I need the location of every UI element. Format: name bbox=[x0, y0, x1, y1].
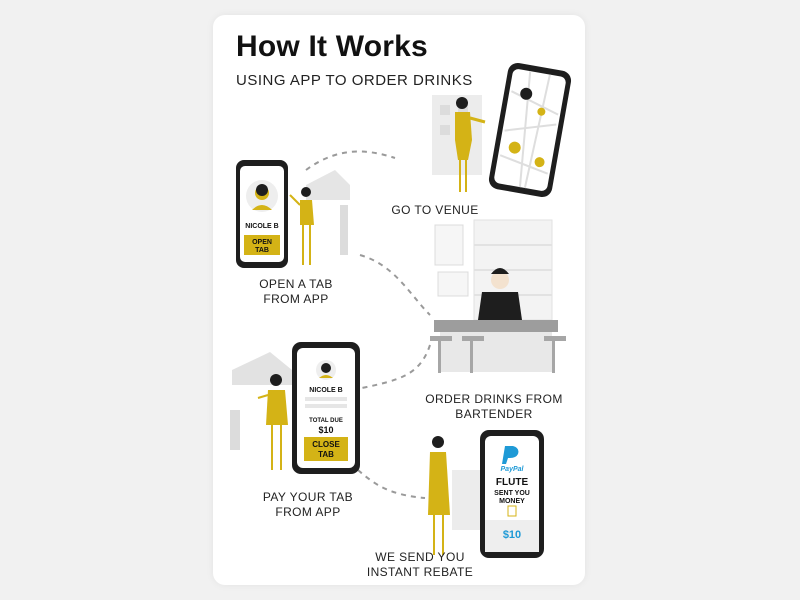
total-due-value: $10 bbox=[318, 425, 333, 435]
open-tab-button-line2: TAB bbox=[255, 247, 269, 254]
paypal-icon bbox=[502, 446, 519, 464]
step-caption-open-tab: OPEN A TAB FROM APP bbox=[259, 277, 333, 306]
bartender-figure bbox=[478, 268, 522, 320]
glass-icon bbox=[507, 505, 517, 517]
step-caption-rebate: WE SEND YOU INSTANT REBATE bbox=[366, 550, 474, 579]
open-tab-name: NICOLE B bbox=[245, 223, 278, 230]
step-caption-go-to-venue: GO TO VENUE bbox=[391, 203, 479, 217]
page-subtitle: USING APP TO ORDER DRINKS bbox=[236, 72, 473, 89]
step-caption-pay-tab: PAY YOUR TAB FROM APP bbox=[262, 490, 354, 519]
woman-figure-2 bbox=[289, 187, 314, 265]
total-due-label: TOTAL DUE bbox=[309, 418, 343, 424]
rebate-message-line1: FLUTE bbox=[496, 477, 529, 488]
close-tab-name: NICOLE B bbox=[309, 387, 342, 394]
open-tab-scene: NICOLE B OPEN TAB bbox=[236, 160, 350, 268]
close-tab-button-line1: CLOSE bbox=[312, 440, 340, 449]
dashed-path bbox=[305, 150, 431, 499]
close-tab-scene: NICOLE B TOTAL DUE $10 CLOSE TAB bbox=[230, 342, 360, 474]
page-title: How It Works bbox=[236, 30, 428, 63]
rebate-amount: $10 bbox=[503, 529, 521, 541]
close-tab-button-line2: TAB bbox=[318, 450, 334, 459]
paypal-brand: PayPal bbox=[501, 466, 525, 473]
rebate-scene: PayPal FLUTE SENT YOU MONEY $10 bbox=[428, 430, 544, 558]
bar-scene bbox=[430, 219, 566, 373]
open-tab-button-line1: OPEN bbox=[252, 239, 272, 246]
rebate-message-line2: SENT YOU bbox=[494, 490, 530, 497]
rebate-message-line3: MONEY bbox=[499, 498, 525, 505]
woman-figure-3 bbox=[257, 374, 288, 470]
woman-figure-1 bbox=[455, 97, 486, 192]
step-caption-order-drinks: ORDER DRINKS FROM BARTENDER bbox=[425, 392, 563, 421]
venue-scene bbox=[432, 63, 572, 197]
map-phone bbox=[488, 63, 572, 197]
woman-figure-4 bbox=[428, 436, 450, 555]
